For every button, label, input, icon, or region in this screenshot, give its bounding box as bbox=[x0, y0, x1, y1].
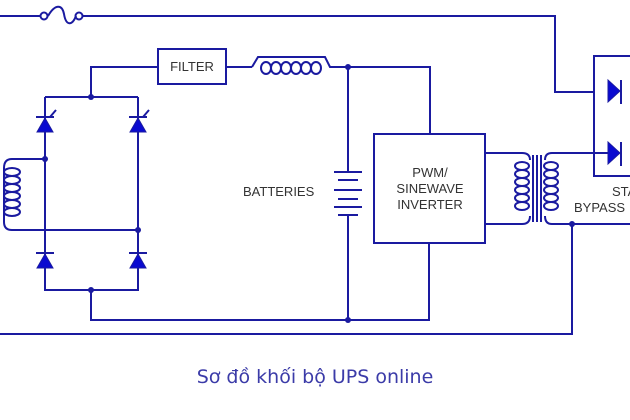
thyristor-icon bbox=[607, 78, 621, 104]
inverter-feed bbox=[348, 66, 431, 135]
inverter-label-1: PWM/ bbox=[412, 165, 448, 180]
bypass-label-1: STA bbox=[612, 184, 630, 199]
scr-icon bbox=[36, 116, 54, 133]
diode-icon bbox=[129, 252, 147, 269]
fuse bbox=[0, 5, 595, 93]
scr-icon bbox=[129, 116, 147, 133]
bypass-label-2: BYPASS bbox=[574, 200, 625, 215]
inverter-return bbox=[348, 243, 430, 321]
rectifier-bridge bbox=[36, 66, 347, 321]
thyristor-icon bbox=[607, 140, 621, 166]
neutral-return bbox=[0, 224, 573, 335]
diagram-caption: Sơ đồ khối bộ UPS online bbox=[196, 366, 434, 388]
inverter-label-3: INVERTER bbox=[397, 197, 463, 212]
inverter-label-2: SINEWAVE bbox=[396, 181, 464, 196]
input-transformer-coil bbox=[3, 156, 141, 233]
choke-inductor bbox=[251, 56, 351, 75]
batteries-icon: BATTERIES bbox=[243, 171, 362, 216]
batteries-label: BATTERIES bbox=[243, 184, 315, 199]
inverter-block: PWM/ SINEWAVE INVERTER bbox=[373, 133, 522, 244]
filter-block: FILTER bbox=[157, 48, 252, 85]
filter-label: FILTER bbox=[170, 59, 214, 74]
output-transformer bbox=[0, 152, 630, 335]
static-bypass-switch: STA BYPASS bbox=[574, 55, 630, 215]
diode-icon bbox=[36, 252, 54, 269]
